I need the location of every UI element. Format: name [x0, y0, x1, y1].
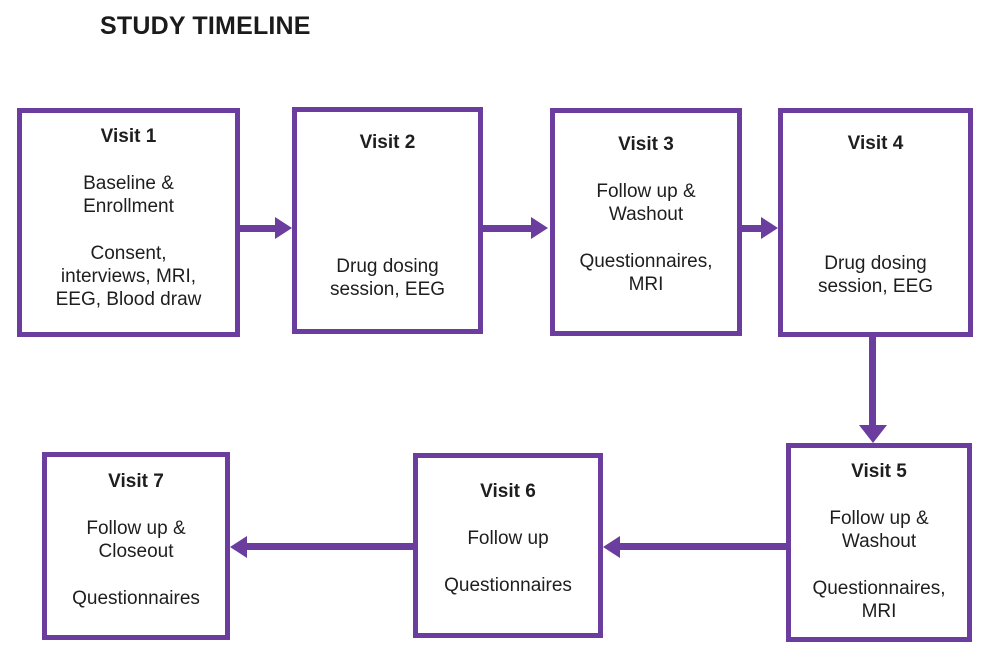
visit7-title: Visit 7: [108, 471, 164, 492]
visit5-box: Visit 5 Follow up & Washout Questionnair…: [786, 443, 972, 642]
visit6-title: Visit 6: [480, 481, 536, 502]
arrowhead-right-icon: [761, 217, 778, 239]
arrow-shaft: [742, 225, 761, 232]
visit1-box: Visit 1 Baseline & Enrollment Consent, i…: [17, 108, 240, 337]
visit7-procedures: Questionnaires: [72, 588, 200, 609]
arrowhead-left-icon: [603, 536, 620, 558]
arrow-shaft: [869, 337, 876, 425]
visit3-phase: Follow up & Washout: [596, 181, 696, 225]
arrowhead-right-icon: [275, 217, 292, 239]
visit3-title: Visit 3: [618, 134, 674, 155]
visit6-procedures: Questionnaires: [444, 575, 572, 596]
visit5-phase: Follow up & Washout: [829, 508, 929, 552]
visit4-box: Visit 4 Drug dosing session, EEG: [778, 108, 973, 337]
arrow-shaft: [240, 225, 275, 232]
visit1-procedures: Consent, interviews, MRI, EEG, Blood dra…: [55, 243, 202, 310]
visit6-phase: Follow up: [467, 528, 549, 549]
visit2-title: Visit 2: [359, 132, 416, 153]
visit1-title: Visit 1: [100, 126, 157, 147]
visit2-procedures: Drug dosing session, EEG: [329, 256, 446, 300]
visit4-procedures: Drug dosing session, EEG: [817, 253, 934, 297]
arrow-shaft: [481, 225, 531, 232]
arrow-shaft: [620, 543, 786, 550]
visit1-phase: Baseline & Enrollment: [83, 173, 174, 217]
visit5-title: Visit 5: [851, 461, 907, 482]
visit7-box: Visit 7 Follow up & Closeout Questionnai…: [42, 452, 230, 640]
visit5-procedures: Questionnaires, MRI: [812, 578, 946, 622]
arrowhead-down-icon: [859, 425, 887, 443]
arrow-shaft: [247, 543, 413, 550]
visit7-phase: Follow up & Closeout: [86, 518, 186, 562]
visit2-box: Visit 2 Drug dosing session, EEG: [292, 107, 483, 334]
visit4-title: Visit 4: [847, 133, 904, 154]
visit3-procedures: Questionnaires, MRI: [579, 251, 713, 295]
arrowhead-left-icon: [230, 536, 247, 558]
arrowhead-right-icon: [531, 217, 548, 239]
visit3-box: Visit 3 Follow up & Washout Questionnair…: [550, 108, 742, 336]
visit6-box: Visit 6 Follow up Questionnaires: [413, 453, 603, 638]
page-title: STUDY TIMELINE: [100, 12, 311, 40]
